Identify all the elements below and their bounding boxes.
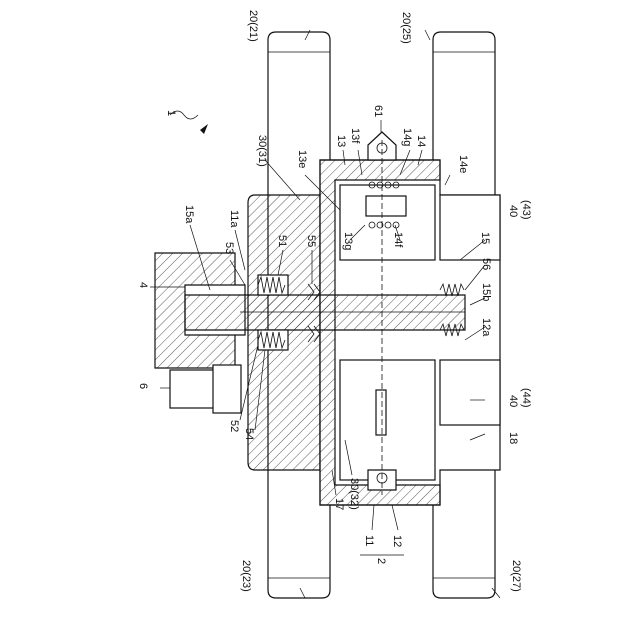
label-54: 54 — [243, 428, 255, 440]
label-40-43a: 40 — [507, 205, 519, 217]
label-17: 17 — [333, 498, 345, 510]
label-55: 55 — [305, 235, 317, 247]
label-pipe-25: 20(25) — [400, 12, 412, 44]
label-40-43b: (43) — [520, 200, 532, 220]
spring-51 — [258, 275, 288, 295]
label-13g: 13g — [342, 232, 354, 250]
label-30-31: 30(31) — [256, 135, 268, 167]
label-61: 61 — [372, 105, 384, 117]
label-14g: 14g — [401, 128, 413, 146]
label-15a: 15a — [183, 205, 195, 224]
shaft — [185, 295, 465, 330]
connector-6 — [170, 365, 241, 413]
label-pipe-21: 20(21) — [247, 10, 259, 42]
label-56: 56 — [480, 258, 492, 270]
chamber-32 — [340, 360, 435, 480]
label-13e: 13e — [296, 150, 308, 168]
label-15b: 15b — [480, 283, 492, 301]
label-40-44a: 40 — [507, 395, 519, 407]
label-14: 14 — [415, 135, 427, 147]
label-4: 4 — [137, 282, 149, 288]
assembly-arrow-icon — [200, 124, 208, 134]
label-11a: 11a — [228, 210, 240, 228]
label-pipe-23: 20(23) — [240, 560, 252, 592]
label-11: 11 — [363, 535, 375, 546]
label-assembly: 1 — [165, 110, 177, 116]
label-51: 51 — [276, 235, 288, 247]
label-53: 53 — [223, 242, 235, 254]
label-13: 13 — [335, 135, 347, 147]
label-pipe-27: 20(27) — [510, 560, 522, 592]
label-40-44b: (44) — [520, 388, 532, 408]
label-2: 2 — [375, 558, 387, 564]
label-12a: 12a — [480, 318, 492, 337]
spring-52 — [258, 330, 288, 350]
label-12: 12 — [391, 535, 403, 547]
port-43 — [440, 195, 500, 260]
label-13f: 13f — [349, 128, 361, 144]
label-30-32: 30(32) — [348, 478, 360, 510]
port-44 — [440, 360, 500, 425]
label-14e: 14e — [457, 155, 469, 173]
label-6: 6 — [137, 383, 149, 389]
label-14f: 14f — [392, 232, 404, 248]
label-18: 18 — [507, 432, 519, 444]
label-52: 52 — [228, 420, 240, 432]
label-15: 15 — [479, 232, 491, 244]
